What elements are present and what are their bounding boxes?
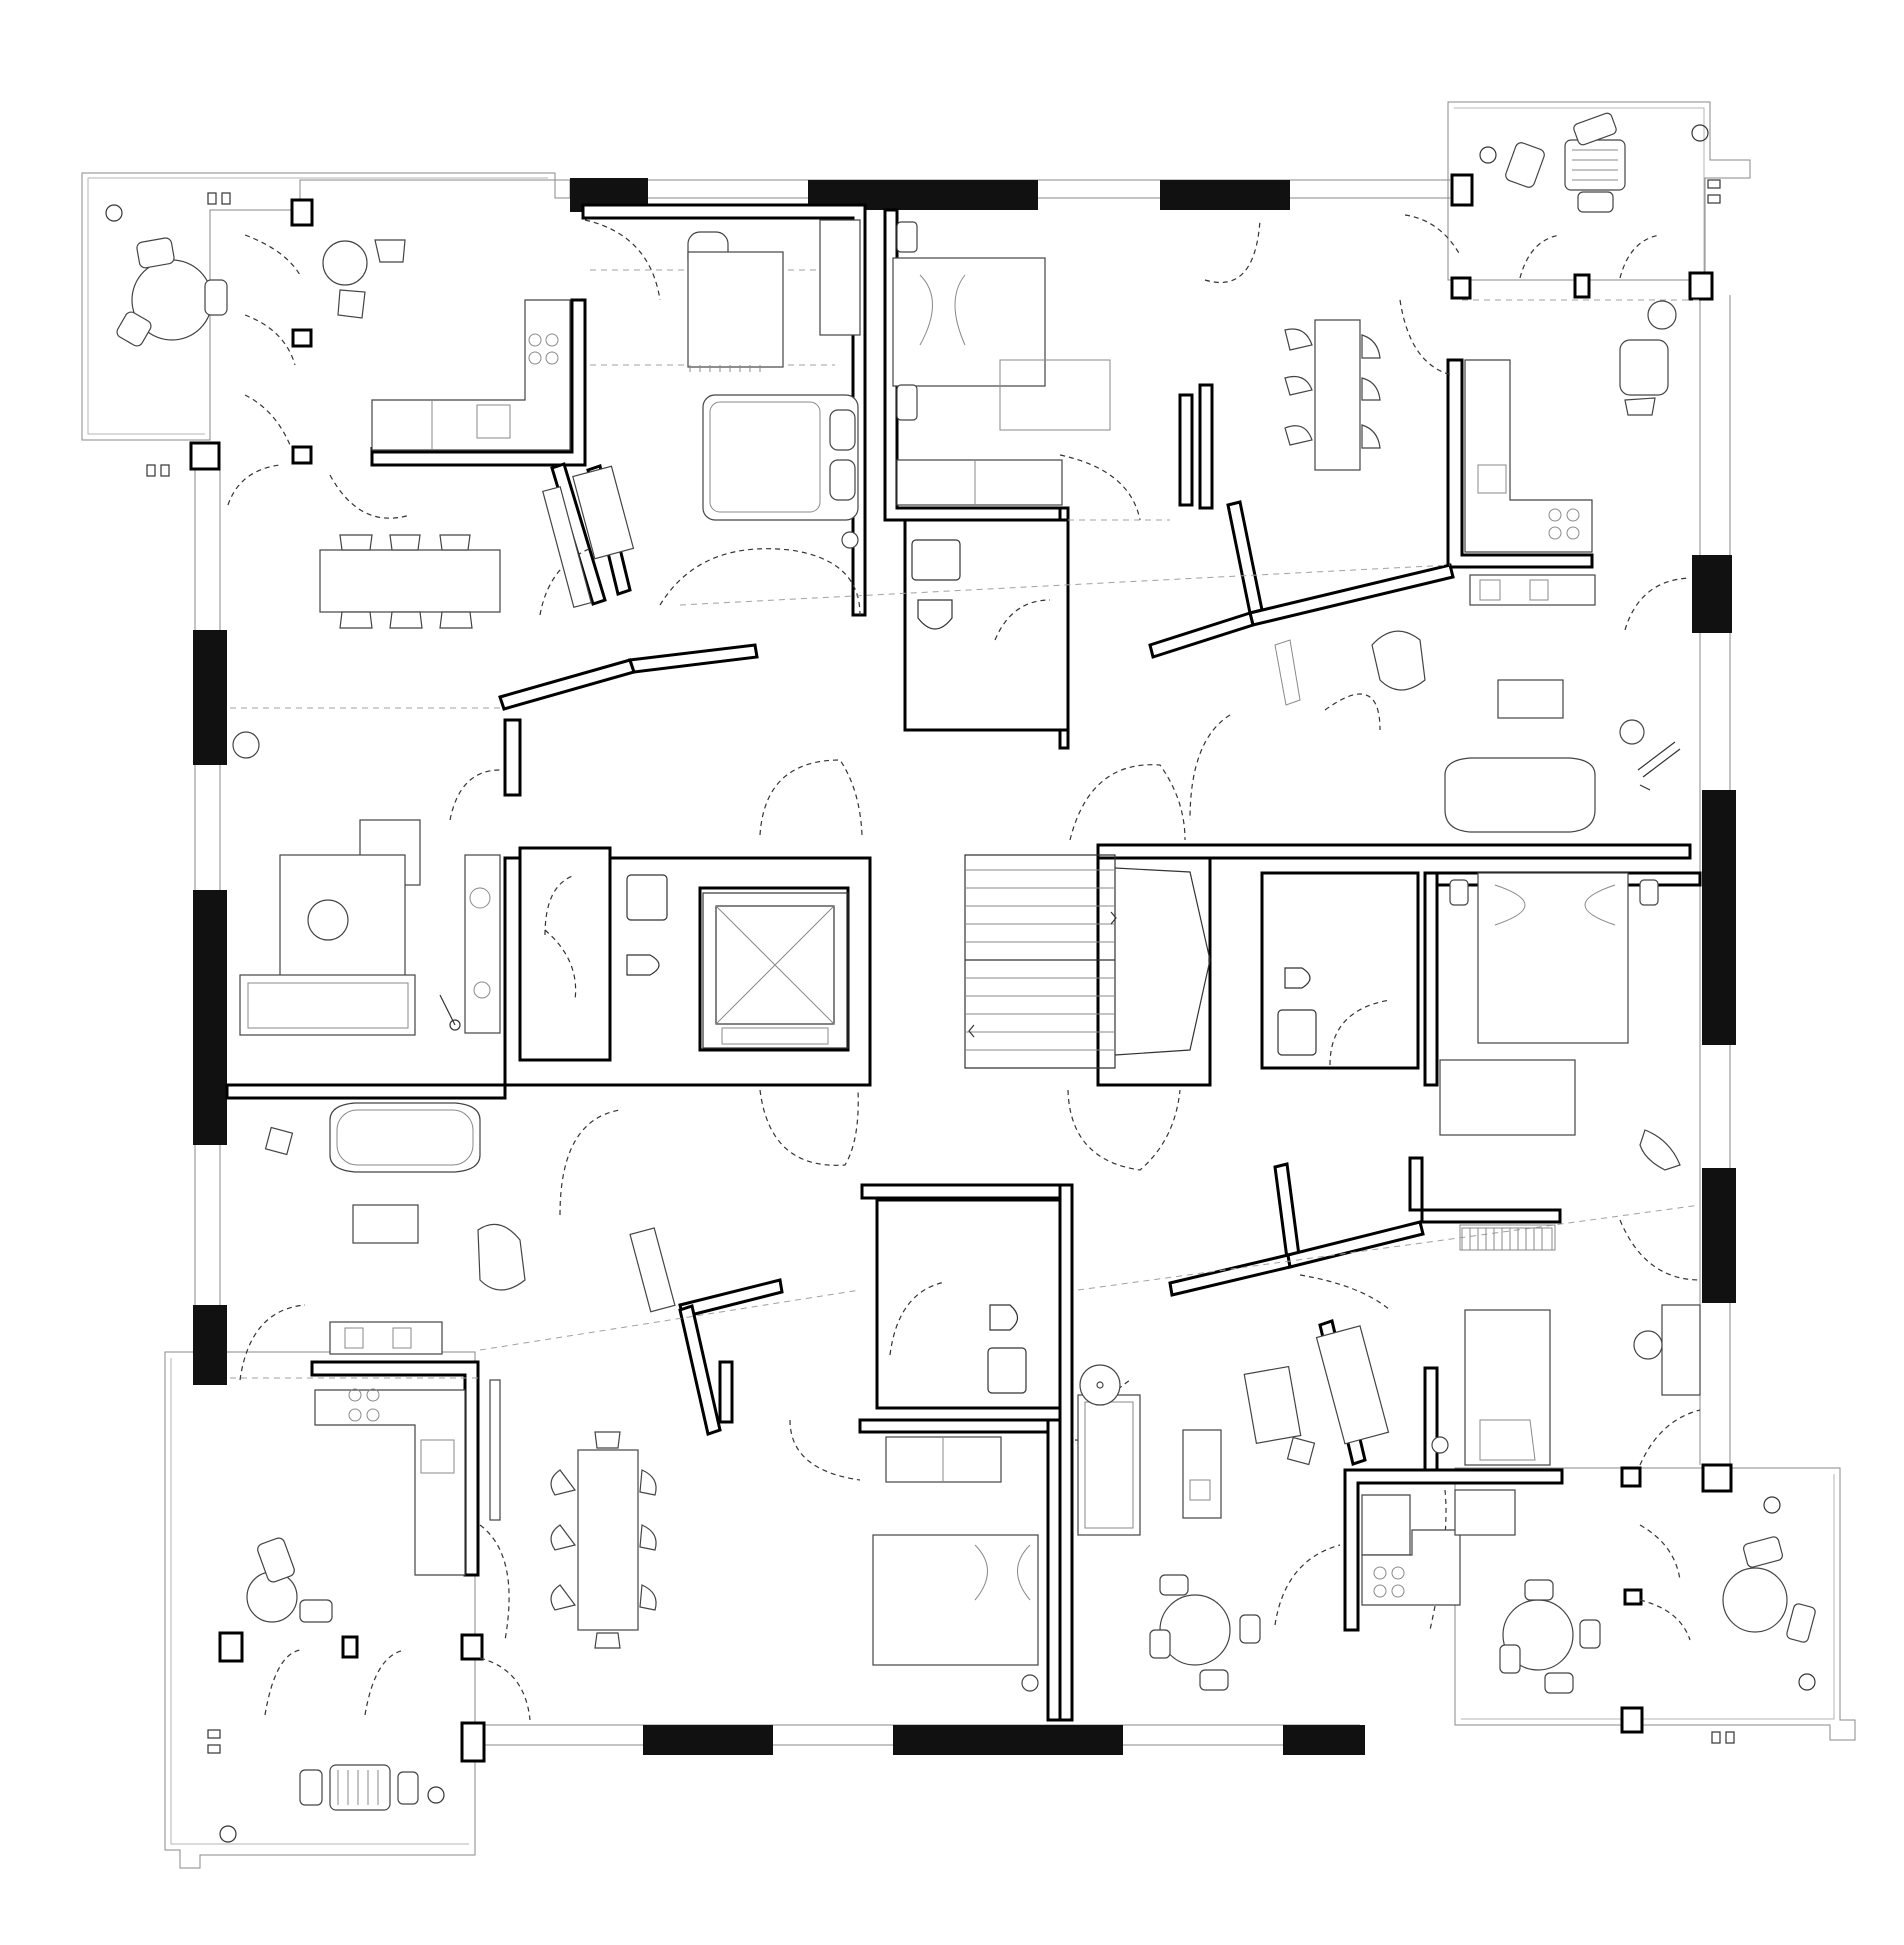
bathrooms	[544, 539, 1391, 1394]
terrace-bottom-right	[1454, 1467, 1856, 1741]
furniture-apartment-sw	[246, 1102, 676, 1811]
misc-details	[689, 365, 1556, 1389]
furniture-apartment-nw	[116, 219, 861, 1036]
door-swings	[227, 214, 1701, 1721]
furniture-apartment-se	[872, 872, 1816, 1694]
stair-core	[702, 854, 1211, 1069]
terrace-top-right	[1447, 101, 1751, 281]
furniture-apartment-ne	[892, 112, 1681, 833]
stair	[964, 854, 1116, 1069]
elevator	[702, 892, 849, 1049]
terrace-top-left	[81, 172, 571, 441]
